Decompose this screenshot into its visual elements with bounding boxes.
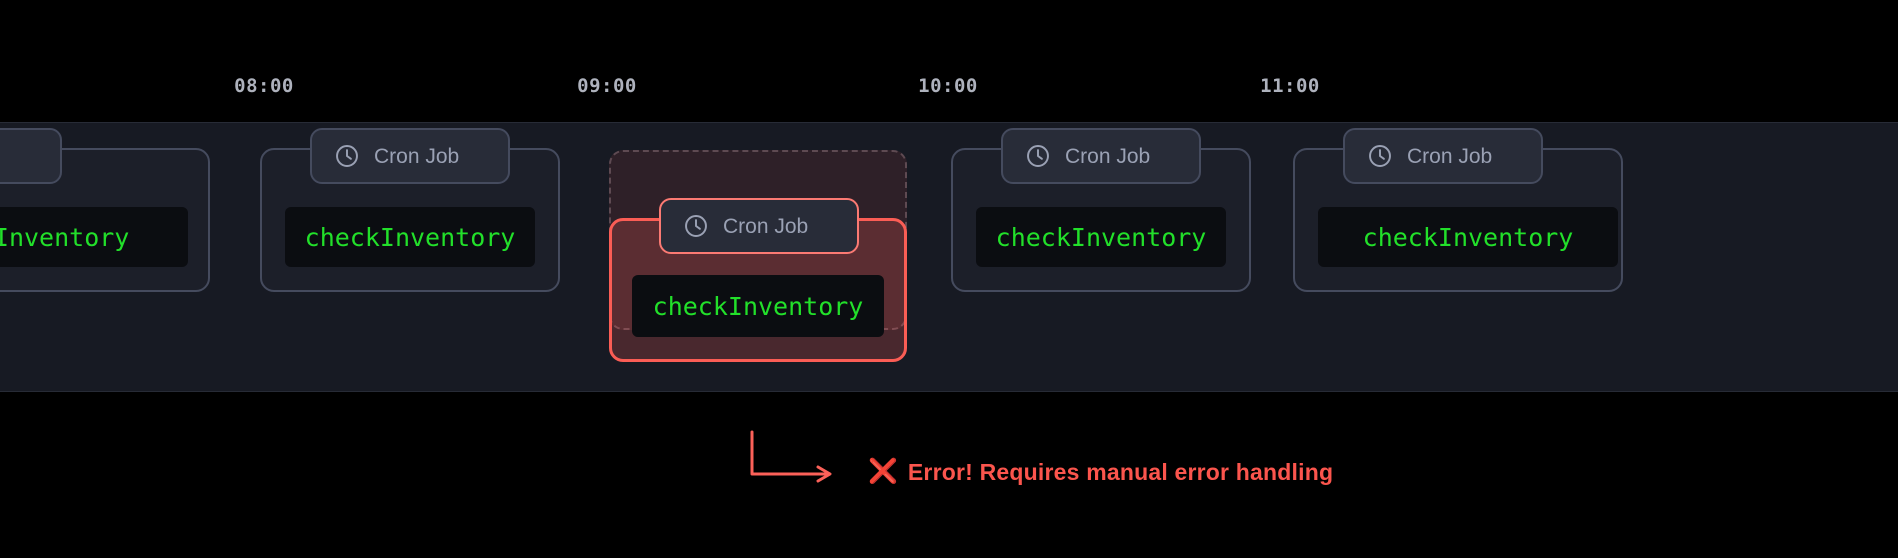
clock-icon [685, 215, 707, 237]
job-function-box: checkInventory [632, 275, 884, 337]
job-function-box: checkInventory [285, 207, 535, 267]
job-function-name: checkInventory [304, 222, 516, 252]
cron-job-badge[interactable]: Cron Job [310, 128, 510, 184]
job-function-name: checkInventory [995, 222, 1207, 252]
cron-job-badge-label: Cron Job [723, 214, 809, 238]
error-x-icon: ❌ [868, 458, 898, 485]
cron-job-badge-error[interactable]: Cron Job [659, 198, 859, 254]
job-function-name: checkInventory [0, 222, 130, 252]
cron-job-badge-label: Cron Job [1065, 144, 1151, 168]
job-function-box: checkInventory [0, 207, 188, 267]
tick-label-1100: 11:00 [1260, 75, 1320, 97]
tick-label-1000: 10:00 [918, 75, 978, 97]
job-function-name: checkInventory [1362, 222, 1574, 252]
cron-job-badge[interactable]: Cron Job [1343, 128, 1543, 184]
cron-job-badge-label: Cron Job [1407, 144, 1493, 168]
job-function-box: checkInventory [1318, 207, 1618, 267]
timeline-ruler: 08:00 09:00 10:00 11:00 [0, 0, 1898, 122]
tick-label-0800: 08:00 [234, 75, 294, 97]
error-message-text: Error! Requires manual error handling [907, 458, 1334, 485]
job-function-name: checkInventory [652, 291, 864, 321]
clock-icon [1027, 145, 1049, 167]
error-message: ❌ Error! Requires manual error handling [868, 460, 1333, 484]
clock-icon [336, 145, 358, 167]
cron-job-badge[interactable]: Cron Job [0, 128, 62, 184]
tick-label-0900: 09:00 [577, 75, 637, 97]
callout-elbow-arrow [750, 430, 832, 483]
job-function-box: checkInventory [976, 207, 1226, 267]
cron-job-badge-label: Cron Job [374, 144, 460, 168]
cron-job-badge[interactable]: Cron Job [1001, 128, 1201, 184]
clock-icon [1369, 145, 1391, 167]
